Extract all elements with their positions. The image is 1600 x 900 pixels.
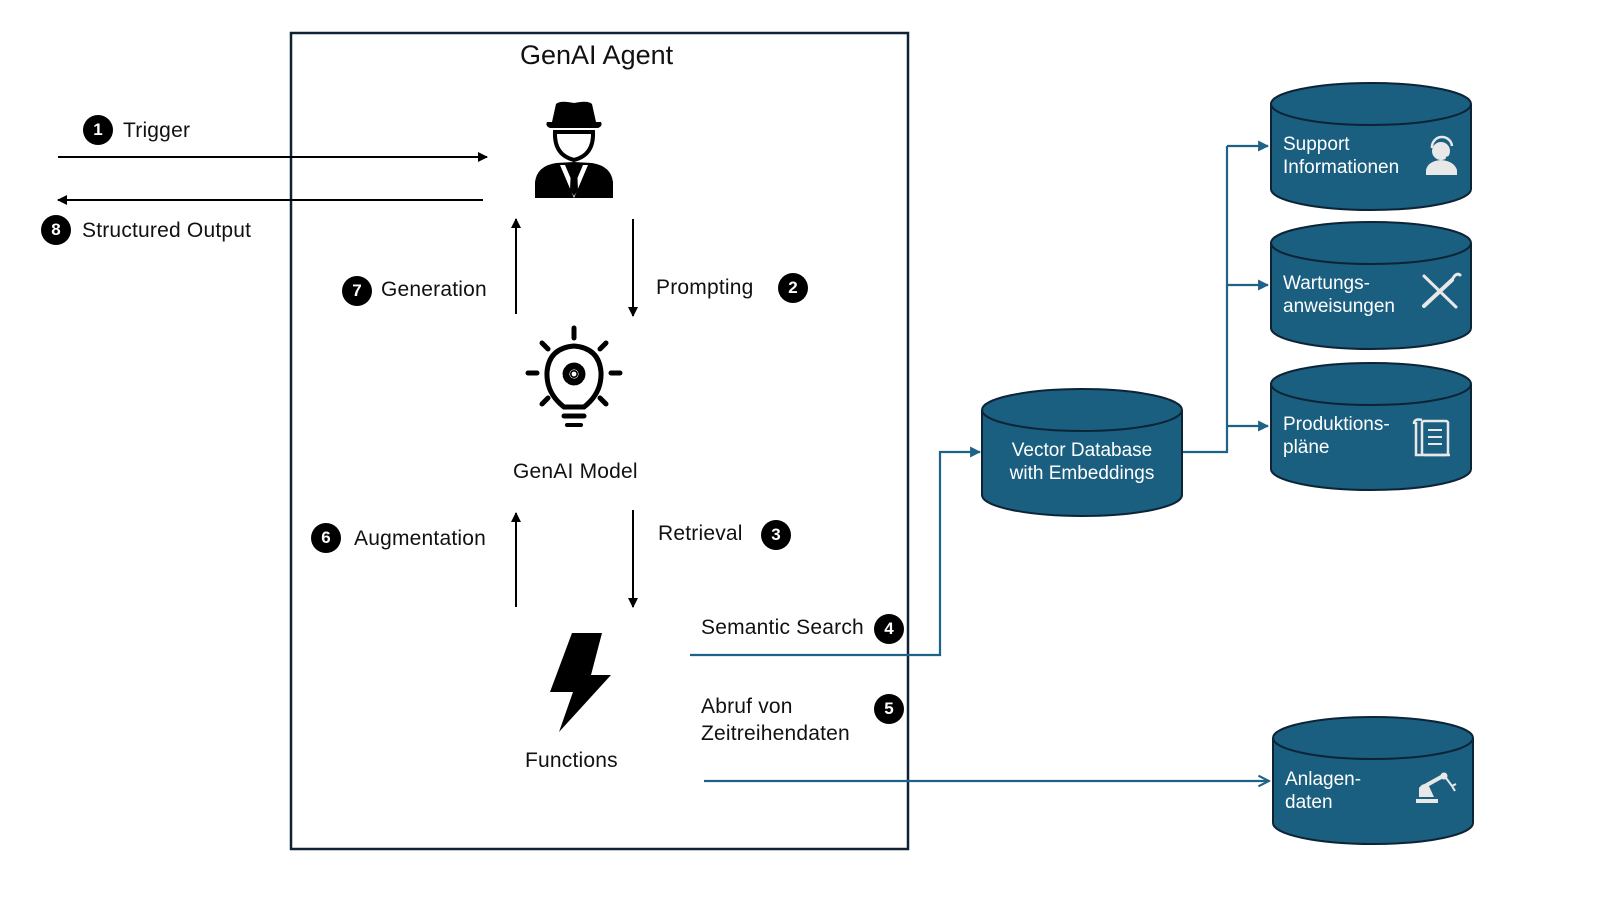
document-scroll-icon — [1412, 418, 1450, 457]
support-db-label-line1: Support — [1283, 134, 1350, 155]
step-badge-5: 5 — [874, 694, 904, 724]
support-db-label-line2: Informationen — [1283, 157, 1400, 178]
step-badge-4: 4 — [874, 614, 904, 644]
functions-label: Functions — [525, 749, 618, 772]
tools-wrench-screwdriver-icon — [1422, 272, 1462, 309]
maintenance-db-label-line2: anweisungen — [1283, 296, 1395, 317]
step-badge-6: 6 — [311, 523, 341, 553]
vector-to-sources-trunk — [1183, 146, 1229, 454]
production-db-label-line1: Produktions- — [1283, 414, 1390, 435]
step-label-retrieval: Retrieval — [658, 522, 743, 545]
agent-title: GenAI Agent — [520, 40, 674, 70]
vector-db-label-line2: with Embeddings — [1009, 463, 1155, 484]
step-badge-7: 7 — [342, 276, 372, 306]
spy-agent-icon — [535, 101, 613, 198]
step-badge-2: 2 — [778, 273, 808, 303]
step-label-prompting: Prompting — [656, 276, 754, 299]
plant-db-label-line1: Anlagen- — [1285, 769, 1362, 790]
step-label-semantic-search: Semantic Search — [701, 616, 864, 639]
step-badge-1: 1 — [83, 115, 113, 145]
plant-data-database-cylinder[interactable] — [1272, 716, 1474, 845]
step-badge-8: 8 — [41, 215, 71, 245]
maintenance-db-label-line1: Wartungs- — [1283, 273, 1370, 294]
support-agent-headset-icon — [1426, 135, 1457, 175]
lightbulb-gear-icon — [525, 325, 623, 427]
semantic-search-connector — [690, 446, 982, 657]
plant-db-label-line2: daten — [1285, 792, 1333, 813]
step-label-generation: Generation — [381, 278, 487, 301]
production-db-label-line2: pläne — [1283, 437, 1330, 458]
vector-db-label-line1: Vector Database — [1011, 440, 1153, 461]
production-database-cylinder[interactable] — [1270, 362, 1472, 491]
robot-arm-icon — [1416, 772, 1457, 803]
step-label-trigger: Trigger — [123, 119, 191, 142]
support-database-cylinder[interactable] — [1270, 82, 1472, 211]
vector-database-cylinder[interactable] — [981, 388, 1183, 517]
genai-model-label: GenAI Model — [513, 460, 638, 483]
step-badge-3: 3 — [761, 520, 791, 550]
step-label-timeseries-line1: Abruf von — [701, 695, 793, 718]
step-label-timeseries-line2: Zeitreihendaten — [701, 722, 850, 745]
lightning-bolt-icon — [550, 633, 611, 732]
step-label-structured-output: Structured Output — [82, 219, 252, 242]
maintenance-database-cylinder[interactable] — [1270, 221, 1472, 350]
step-label-augmentation: Augmentation — [354, 527, 486, 550]
